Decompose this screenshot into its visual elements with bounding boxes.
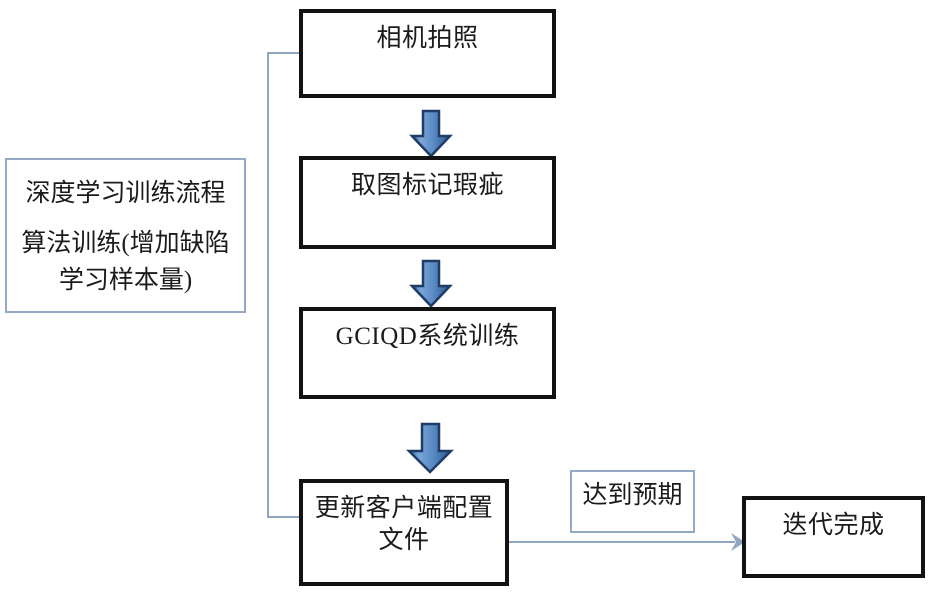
node-capture-label: 相机拍照 <box>376 25 479 52</box>
node-capture[interactable]: 相机拍照 <box>299 9 556 98</box>
block-arrow-train-to-update <box>406 422 454 474</box>
connector-update-to-capture <box>267 45 313 518</box>
edge-label-expected-text: 达到预期 <box>582 482 683 509</box>
connector-update-to-done <box>507 533 745 551</box>
node-update[interactable]: 更新客户端配置 文件 <box>299 479 509 586</box>
node-annotate-label: 取图标记瑕疵 <box>350 172 504 199</box>
block-arrow-capture-to-annotate <box>409 109 453 158</box>
node-update-label: 更新客户端配置 文件 <box>314 495 494 554</box>
node-train-label: GCIQD系统训练 <box>335 323 520 350</box>
node-done[interactable]: 迭代完成 <box>742 496 925 578</box>
node-done-label: 迭代完成 <box>782 512 885 539</box>
info-box-line-2: 算法训练(增加缺陷 学习样本量) <box>21 230 230 294</box>
edge-label-expected: 达到预期 <box>570 470 695 533</box>
info-box-line-1: 深度学习训练流程 <box>25 180 226 207</box>
node-annotate[interactable]: 取图标记瑕疵 <box>299 156 556 249</box>
block-arrow-annotate-to-train <box>409 259 453 308</box>
info-box-training-process: 深度学习训练流程 算法训练(增加缺陷 学习样本量) <box>5 158 246 313</box>
node-train[interactable]: GCIQD系统训练 <box>299 307 556 399</box>
